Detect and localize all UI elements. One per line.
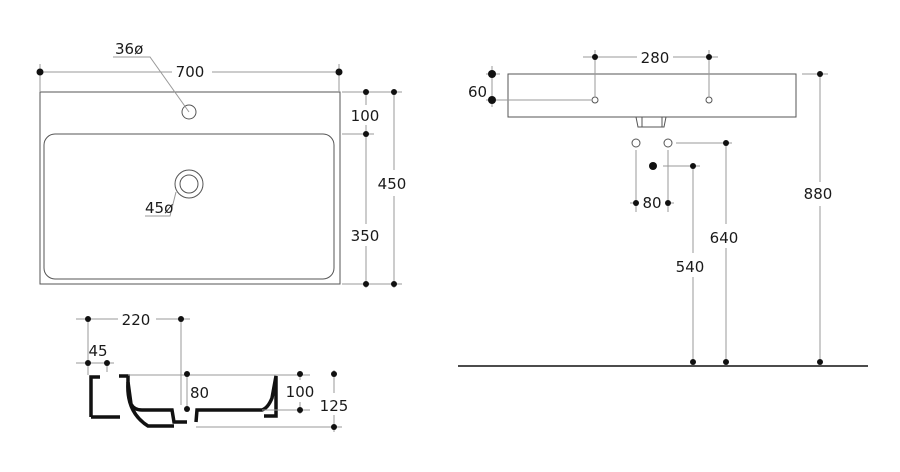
- section-profile: [89, 374, 278, 424]
- waste-outlet: [649, 162, 657, 170]
- dim-depth: 450: [378, 175, 407, 193]
- dim-basin: 350: [351, 227, 380, 245]
- drain-inner: [179, 174, 199, 194]
- dim-rim: 100: [351, 107, 380, 125]
- dim-total-height: 125: [320, 397, 349, 415]
- dim-drain-depth: 80: [190, 384, 209, 402]
- basin-outline: [39, 91, 341, 285]
- dim-drain: 45ø: [145, 199, 173, 217]
- dim-wall: 45: [88, 342, 107, 360]
- dim-section-depth: 220: [122, 311, 151, 329]
- dim-width: 700: [176, 63, 205, 81]
- dim-tap-height: 60: [468, 83, 487, 101]
- dim-waste-height: 540: [676, 258, 705, 276]
- dim-supply-height: 640: [710, 229, 739, 247]
- front-view: 280 60 880 80 640 540: [458, 49, 868, 367]
- dim-tap-spacing: 280: [641, 49, 670, 67]
- dim-bowl-height: 100: [286, 383, 315, 401]
- tap-hole: [181, 104, 197, 120]
- section-view: 220 45 80 100 125: [76, 311, 348, 432]
- dim-tap-hole: 36ø: [115, 40, 143, 58]
- basin-bowl: [43, 133, 335, 280]
- supply-cold: [663, 138, 673, 148]
- dim-supply-spacing: 80: [642, 194, 661, 212]
- supply-hot: [631, 138, 641, 148]
- dim-total-height: 880: [804, 185, 833, 203]
- basin-front: [507, 73, 797, 118]
- drain-outer: [174, 169, 204, 199]
- top-view: 700 36ø 45ø 100 350 450: [36, 40, 407, 288]
